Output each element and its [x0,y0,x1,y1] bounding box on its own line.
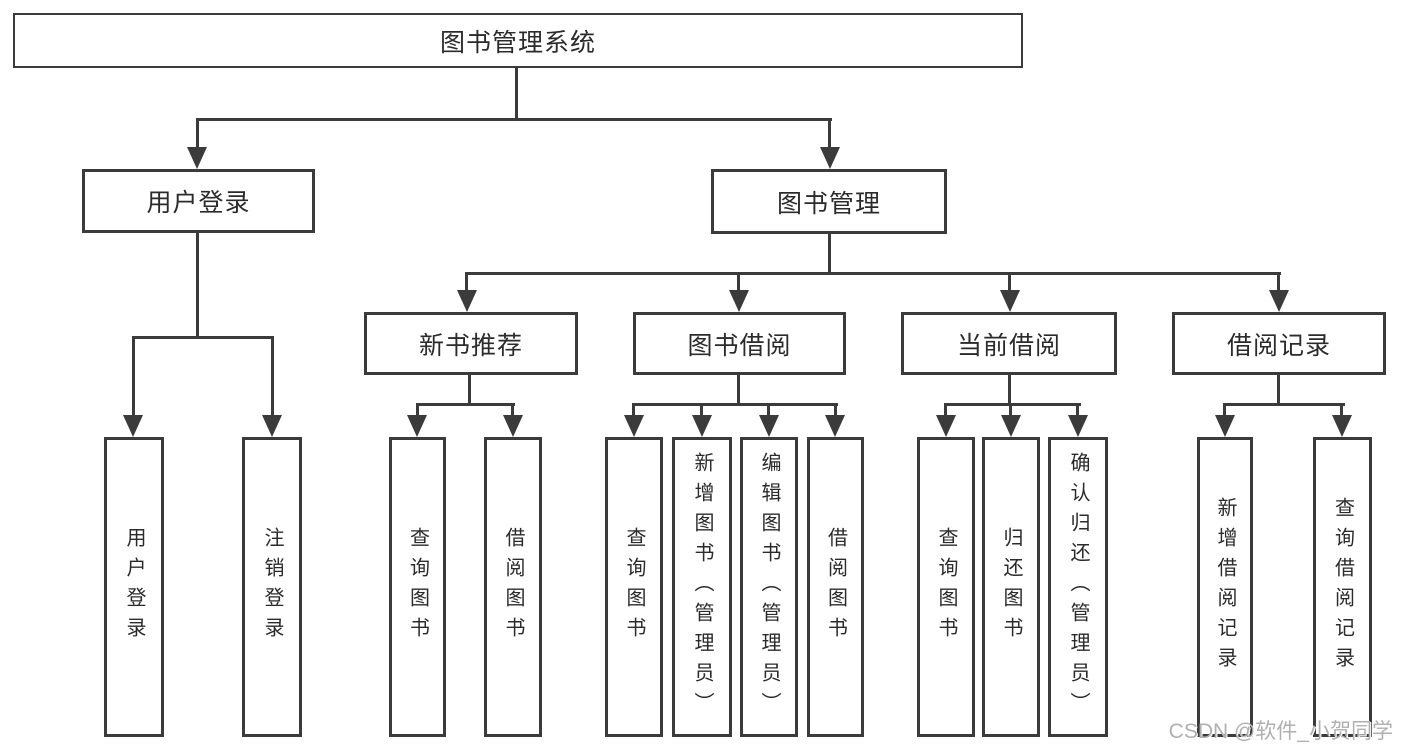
leaf-edit-books-admin: 编辑图书（管理员） [740,437,798,737]
node-book-management: 图书管理 [711,169,947,234]
connector [834,403,837,417]
arrow-down-icon [820,147,840,169]
leaf-label: 查询图书 [935,527,957,647]
leaf-label: 新增图书（管理员） [691,452,713,722]
leaf-label: 用户登录 [123,527,145,647]
arrow-down-icon [692,415,712,437]
leaf-add-borrow-record: 新增借阅记录 [1197,437,1253,737]
arrow-down-icon [187,147,207,169]
node-label: 新书推荐 [418,331,523,360]
arrow-down-icon [1068,415,1088,437]
connector [511,403,514,417]
leaf-label: 查询图书 [406,527,429,647]
leaf-logout: 注销登录 [242,437,302,737]
arrow-down-icon [729,290,749,312]
leaf-confirm-return-admin: 确认归还（管理员） [1048,437,1108,737]
arrow-down-icon [1001,415,1021,437]
node-book-borrowing: 图书借阅 [633,312,846,375]
leaf-add-books-admin: 新增图书（管理员） [672,437,732,737]
leaf-label: 借阅图书 [502,527,524,647]
connector [196,232,199,338]
leaf-label: 借阅图书 [824,527,847,647]
connector [944,403,947,417]
arrow-down-icon [936,415,956,437]
connector [828,234,831,274]
node-library-management-system: 图书管理系统 [13,13,1023,68]
leaf-label: 注销登录 [261,527,283,647]
connector [416,403,419,417]
node-new-book-recommendation: 新书推荐 [364,312,578,375]
leaf-query-borrow-record: 查询借阅记录 [1313,437,1372,737]
connector [828,118,831,150]
connector [515,68,518,120]
arrow-down-icon [1000,290,1020,312]
arrow-down-icon [123,415,143,437]
arrow-down-icon [1269,290,1289,312]
connector [132,336,274,339]
connector [1009,403,1012,417]
arrow-down-icon [1332,415,1352,437]
connector [196,118,199,150]
connector [944,403,1081,406]
node-current-borrowing: 当前借阅 [901,312,1117,375]
connector [1277,375,1280,405]
connector [632,403,838,406]
connector [465,272,1281,275]
leaf-user-login: 用户登录 [104,437,164,737]
node-user-login: 用户登录 [82,169,315,233]
connector [271,336,274,417]
connector [700,403,703,417]
connector [1223,403,1226,417]
connector [737,272,740,294]
arrow-down-icon [503,415,523,437]
leaf-label: 查询图书 [623,527,645,647]
arrow-down-icon [759,415,779,437]
leaf-query-books: 查询图书 [389,437,446,737]
leaf-return-books: 归还图书 [982,437,1040,737]
node-label: 图书管理 [776,189,881,218]
node-borrowing-records: 借阅记录 [1172,312,1386,375]
connector [1008,375,1011,405]
leaf-label: 新增借阅记录 [1214,497,1236,677]
leaf-label: 归还图书 [1000,527,1022,647]
connector [196,118,832,121]
arrow-down-icon [624,415,644,437]
leaf-borrow-books: 借阅图书 [484,437,542,737]
connector [1076,403,1079,417]
connector [1277,272,1280,294]
leaf-query-books: 查询图书 [917,437,975,737]
connector [1340,403,1343,417]
leaf-label: 查询借阅记录 [1331,497,1354,677]
connector [416,403,515,406]
leaf-borrow-books: 借阅图书 [807,437,864,737]
node-label: 借阅记录 [1226,331,1331,360]
node-label: 图书借阅 [687,331,792,360]
node-label: 当前借阅 [956,331,1061,360]
connector [1223,403,1345,406]
arrow-down-icon [825,415,845,437]
node-label: 图书管理系统 [439,28,596,57]
arrow-down-icon [262,415,282,437]
connector [465,272,468,294]
connector [132,336,135,417]
arrow-down-icon [457,290,477,312]
connector [468,375,471,405]
leaf-label: 编辑图书（管理员） [758,452,780,722]
leaf-label: 确认归还（管理员） [1067,452,1089,722]
node-label: 用户登录 [146,189,251,217]
arrow-down-icon [407,415,427,437]
leaf-query-books: 查询图书 [605,437,663,737]
connector [767,403,770,417]
connector [632,403,635,417]
watermark: CSDN @软件_小贺同学 [1168,720,1393,743]
connector [737,375,740,405]
arrow-down-icon [1215,415,1235,437]
connector [1008,272,1011,294]
